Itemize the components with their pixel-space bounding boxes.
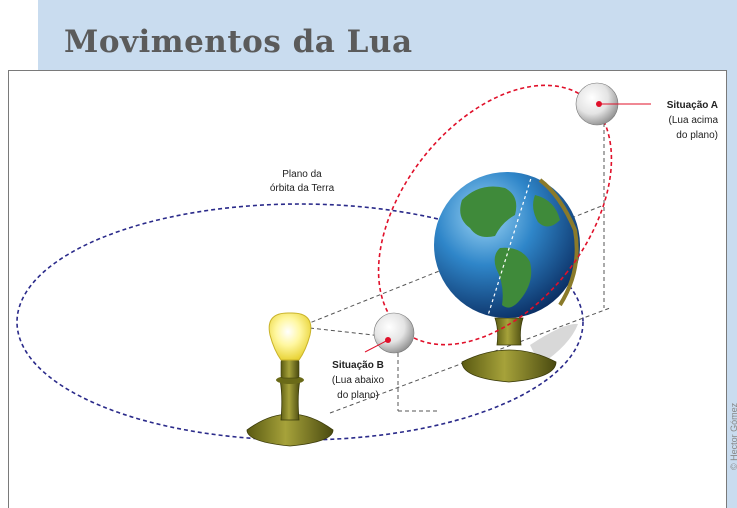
globe-shadow bbox=[530, 323, 578, 365]
globe bbox=[434, 172, 580, 383]
diagram-panel bbox=[8, 70, 727, 508]
plane-label-line1: Plano da bbox=[282, 169, 322, 180]
earth-axis bbox=[484, 174, 533, 326]
plane-label-line2: órbita da Terra bbox=[270, 183, 335, 194]
situation-b-title: Situação B bbox=[332, 360, 384, 371]
situation-a-title: Situação A bbox=[667, 100, 718, 111]
page-title: Movimentos da Lua bbox=[64, 24, 413, 60]
situation-b-line2: do plano) bbox=[337, 390, 379, 401]
moon-situation-b bbox=[364, 312, 415, 354]
situation-b-line1: (Lua abaixo bbox=[332, 375, 385, 386]
header-bar bbox=[38, 0, 737, 70]
credit-strip bbox=[727, 70, 737, 508]
moon-situation-a bbox=[575, 82, 651, 126]
earth-orbit-plane bbox=[16, 203, 584, 441]
situation-a-line1: (Lua acima bbox=[669, 115, 719, 126]
lamp bbox=[246, 312, 334, 447]
situation-a-line2: do plano) bbox=[676, 130, 718, 141]
moon-b-icon bbox=[373, 312, 415, 354]
